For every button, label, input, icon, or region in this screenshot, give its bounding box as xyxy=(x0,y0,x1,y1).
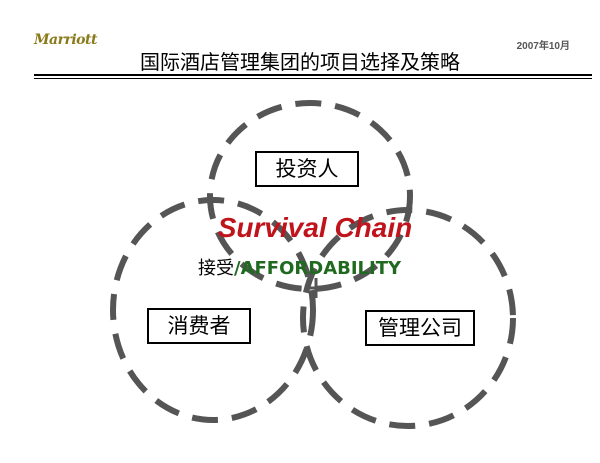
management-company-box: 管理公司 xyxy=(365,310,475,346)
affordability-label: AFFORDABILITY xyxy=(240,258,402,279)
title-rule-thin xyxy=(34,78,592,79)
subtitle-separator: / xyxy=(234,258,241,279)
survival-chain-title: Survival Chain xyxy=(217,212,413,243)
consumer-box: 消费者 xyxy=(147,308,251,344)
page-title: 国际酒店管理集团的项目选择及策略 xyxy=(140,50,460,74)
marriott-logo: Marriott xyxy=(34,32,97,48)
investor-box: 投资人 xyxy=(255,151,359,187)
title-rule xyxy=(34,74,592,76)
circle-investor xyxy=(207,100,413,292)
date-label: 2007年10月 xyxy=(516,41,570,52)
affordability-subtitle: 接受/AFFORDABILITY xyxy=(198,254,438,280)
acceptance-label: 接受 xyxy=(198,258,234,279)
circle-manager xyxy=(300,207,516,429)
center-crosshair xyxy=(306,278,326,298)
circle-consumer xyxy=(110,197,316,423)
